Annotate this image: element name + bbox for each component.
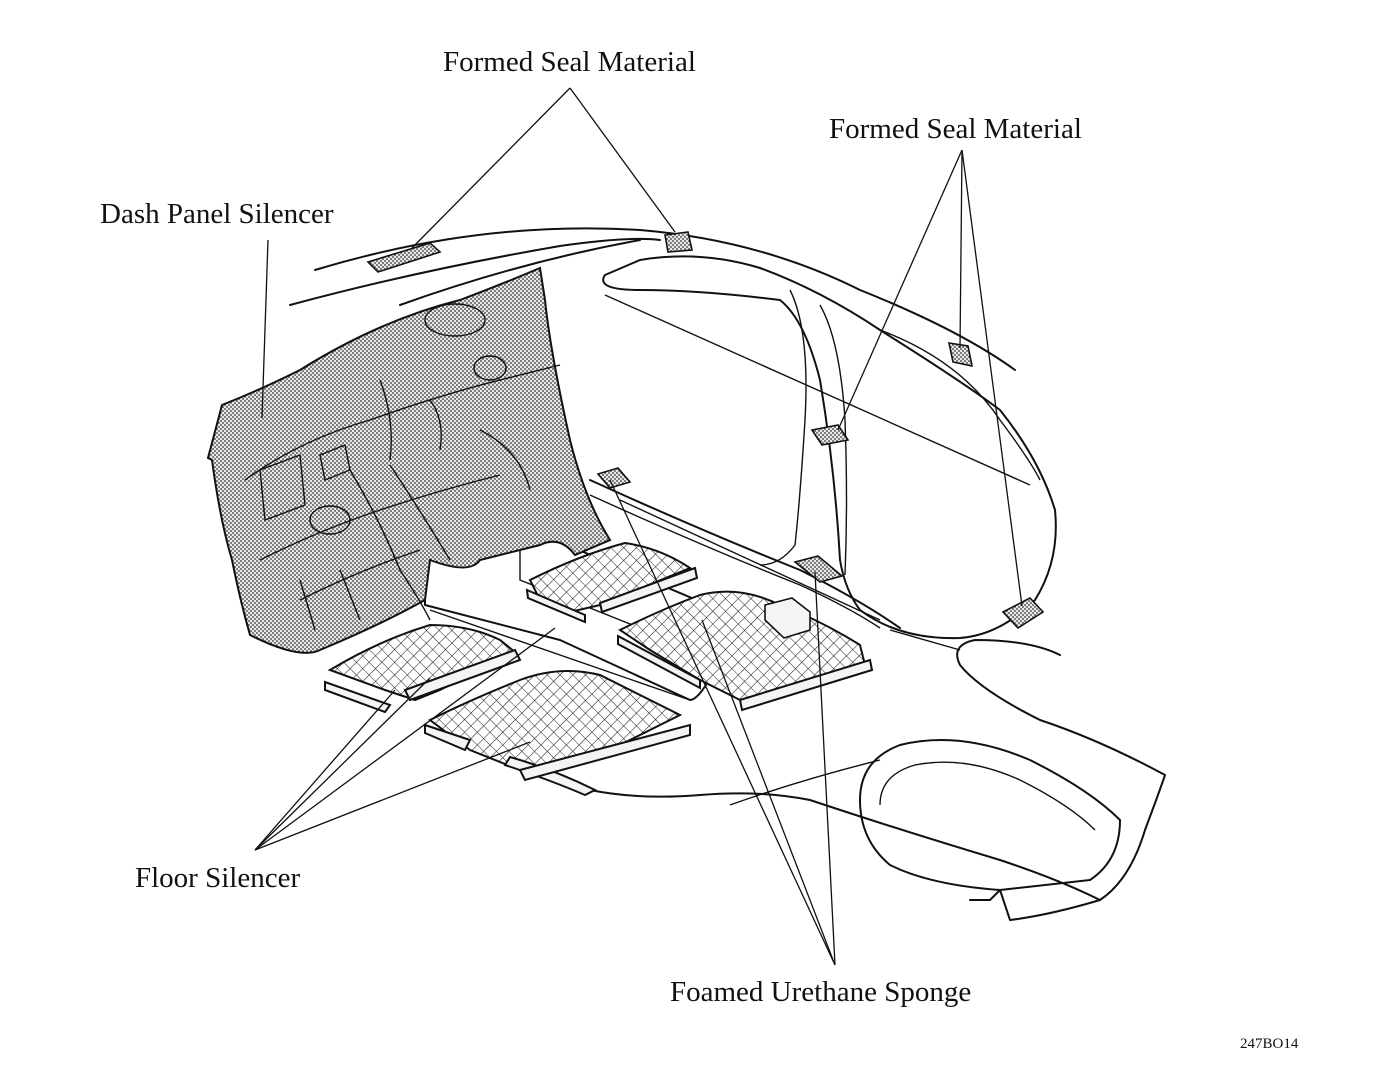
roof-outline (289, 227, 1016, 371)
foamed-urethane-sponge-label: Foamed Urethane Sponge (670, 976, 972, 1008)
floor-silencer-label: Floor Silencer (135, 862, 301, 894)
figure-code: 247BO14 (1240, 1036, 1299, 1052)
floor-outline (589, 629, 1166, 921)
door-opening-outline (602, 255, 1057, 640)
rocker-sill (589, 479, 901, 629)
dash-panel-silencer (206, 266, 612, 654)
formed-seal-pieces (366, 231, 974, 446)
dash-panel-silencer-label: Dash Panel Silencer (100, 198, 334, 230)
formed-seal-material-label-right: Formed Seal Material (829, 113, 1082, 145)
formed-seal-material-label-top: Formed Seal Material (443, 46, 696, 78)
foamed-urethane-sponge-blocks (596, 467, 1045, 639)
leader-lines (254, 87, 1023, 966)
